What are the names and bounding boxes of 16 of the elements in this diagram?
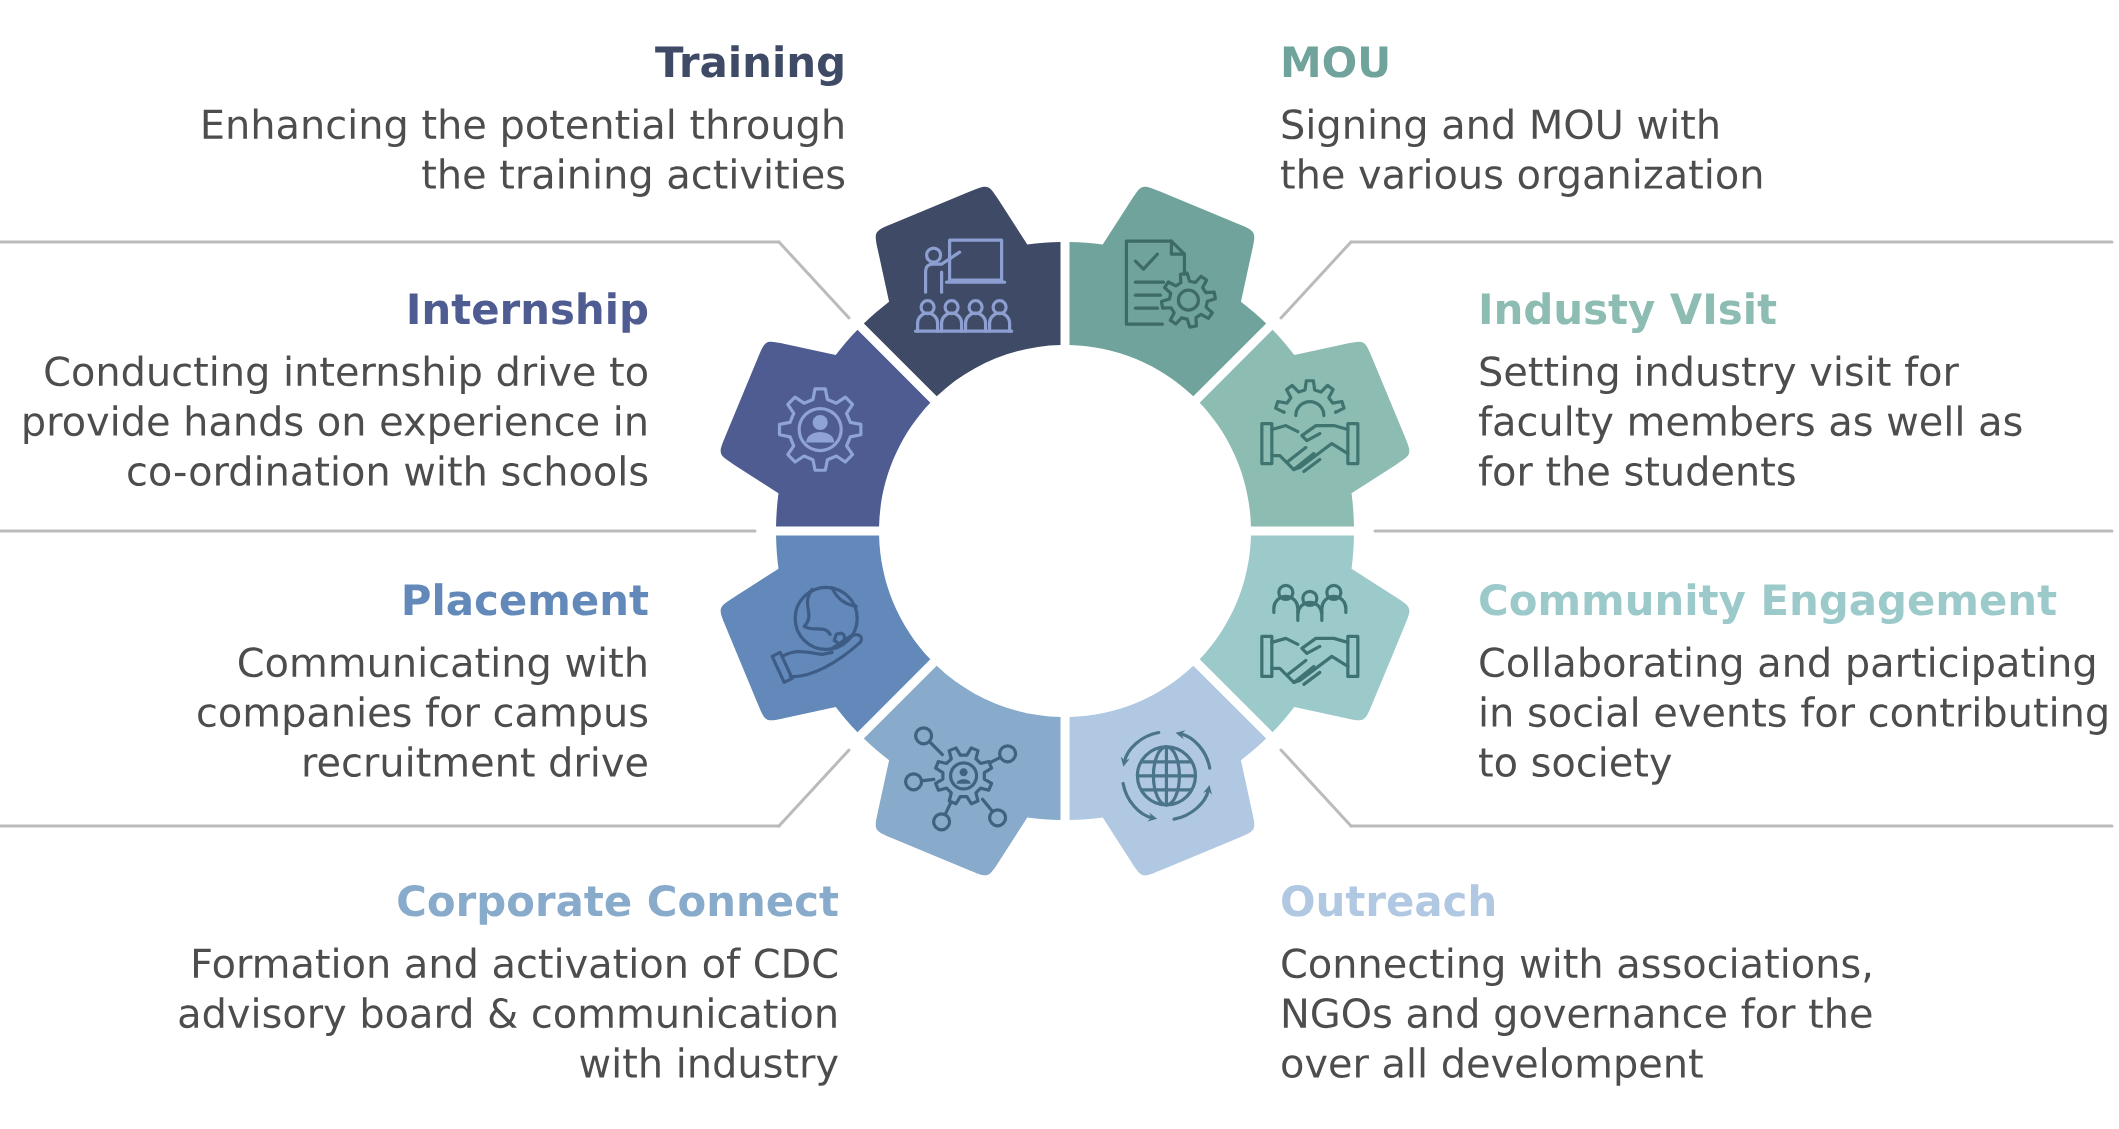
heading: Industy VIsit	[1481, 292, 1777, 333]
heading: MOU	[1283, 45, 1388, 78]
heading: Corporate Connect	[398, 884, 839, 925]
heading: Outreach	[1282, 884, 1494, 917]
description: Communicating with companies for campus recruitment drive	[198, 646, 648, 777]
description: Formation and activation of CDC advisory board & communication with industry	[179, 947, 838, 1086]
description: Signing and MOU with the various organization	[1281, 108, 1762, 197]
description: Connecting with associations, NGOs and governance for the over all develompent	[1282, 947, 1872, 1086]
description: Setting industry visit for faculty members as well as for the students	[1478, 355, 2022, 486]
heading: Community Engagement	[1480, 583, 2057, 625]
heading: Internship	[409, 292, 648, 333]
description: Collaborating and participating in social events for contributing to society	[1479, 646, 2107, 785]
description: Enhancing the potential through the training activities	[203, 108, 845, 197]
heading: Training	[655, 45, 843, 86]
description: Conducting internship drive to provide hands on experience in co-ordination with schools	[24, 355, 648, 486]
heading: Placement	[404, 583, 649, 616]
